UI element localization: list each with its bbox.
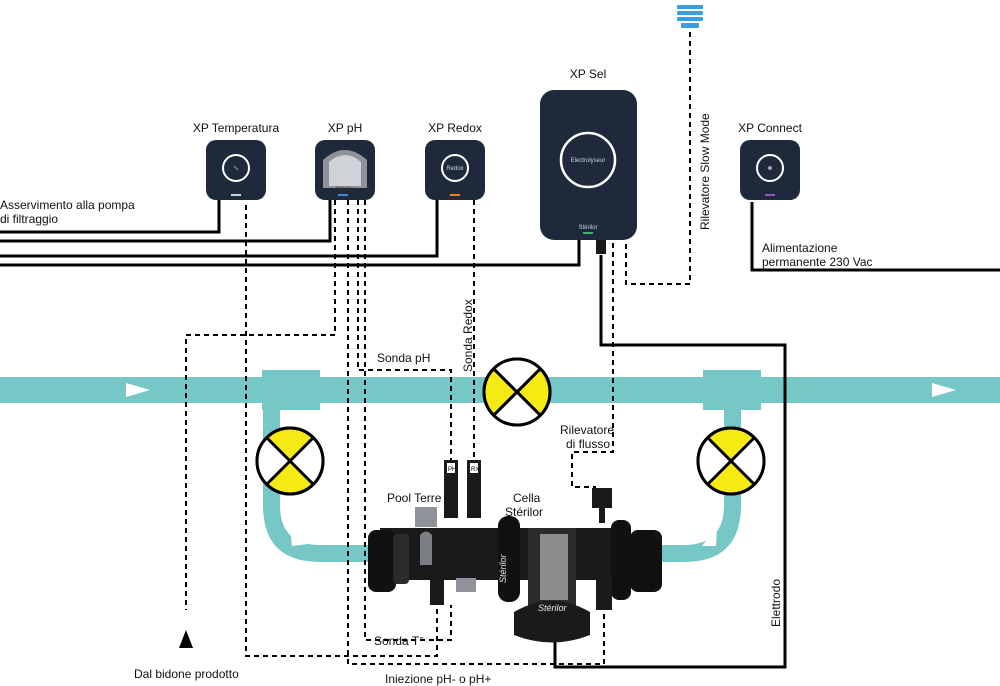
power-wires — [0, 200, 1000, 669]
signal-lines — [185, 32, 691, 665]
device-xp-sel — [540, 90, 637, 254]
label-iniezione: Iniezione pH- o pH+ — [385, 672, 491, 686]
valves — [255, 357, 766, 496]
label-sonda-t: Sonda T° — [374, 634, 424, 648]
cell-assembly: PH RX Stérilor Stérilor — [368, 460, 662, 643]
probe-ph — [444, 460, 458, 518]
slow-mode-sensor-icon — [677, 5, 703, 28]
wire-connect — [750, 202, 1000, 272]
line-temp-probe — [245, 205, 438, 657]
label-dal-bidone: Dal bidone prodotto — [134, 667, 239, 681]
flow-arrows — [126, 383, 956, 546]
device-title-connect: XP Connect — [738, 121, 802, 135]
device-title-temperatura: XP Temperatura — [193, 121, 280, 135]
device-sel-screen: Electrolyseur — [571, 158, 606, 164]
sel-cable-gland — [596, 240, 606, 254]
device-sel-brand: Stérilor — [578, 225, 597, 231]
device-ph-brand: Stérilor — [335, 187, 354, 193]
connect-icon — [768, 166, 772, 170]
probe-rx-tag: RX — [471, 467, 479, 473]
label-cella-2: Stérilor — [505, 505, 543, 519]
device-xp-ph — [315, 140, 375, 200]
product-arrow-icon — [179, 630, 193, 648]
label-elettrodo: Elettrodo — [769, 579, 783, 627]
thermometer-icon — [233, 165, 239, 171]
wire-sel — [0, 240, 581, 267]
flow-arrow-icon — [702, 527, 717, 546]
cell-lower-brand: Stérilor — [538, 603, 568, 613]
flow-arrow-icon — [126, 383, 150, 397]
label-asservimento-2: di filtraggio — [0, 212, 58, 226]
flow-arrow-icon — [932, 383, 956, 397]
wire-temperatura — [0, 200, 221, 234]
probe-rx — [467, 460, 481, 518]
wire-elettrodo — [553, 255, 787, 669]
valve-right — [696, 426, 766, 496]
label-sonda-ph: Sonda pH — [377, 351, 430, 365]
device-xp-redox — [425, 140, 485, 200]
line-cell-ground — [364, 200, 452, 641]
cell-body-brand: Stérilor — [498, 553, 508, 583]
line-sonda-ph — [357, 200, 452, 460]
line-slow-mode — [625, 32, 691, 285]
flow-arrow-icon — [290, 527, 308, 546]
line-injection — [347, 200, 605, 665]
label-rilevatore-flusso-2: di flusso — [566, 437, 610, 451]
device-xp-connect — [740, 140, 800, 200]
label-pool-terre: Pool Terre — [387, 491, 442, 505]
wire-redox — [0, 200, 439, 258]
valve-left — [255, 426, 325, 496]
device-title-ph: XP pH — [328, 121, 362, 135]
device-title-redox: XP Redox — [428, 121, 482, 135]
device-redox-screen: Redox — [446, 166, 463, 172]
label-alimentazione-1: Alimentazione — [762, 241, 838, 255]
label-rilevatore-flusso-1: Rilevatore — [560, 423, 614, 437]
valve-main — [482, 357, 552, 427]
label-asservimento-1: Asservimento alla pompa — [0, 198, 135, 212]
line-flusso — [571, 243, 614, 488]
label-rilevatore-slow: Rilevatore Slow Mode — [698, 113, 712, 230]
label-alimentazione-2: permanente 230 Vac — [762, 255, 873, 269]
device-xp-temperatura — [206, 140, 266, 200]
probe-ph-tag: PH — [448, 467, 456, 473]
label-cella-1: Cella — [513, 491, 541, 505]
label-sonda-redox: Sonda Redox — [461, 299, 475, 372]
line-dosing — [185, 200, 336, 610]
wire-ph — [0, 200, 332, 243]
device-title-sel: XP Sel — [570, 67, 606, 81]
